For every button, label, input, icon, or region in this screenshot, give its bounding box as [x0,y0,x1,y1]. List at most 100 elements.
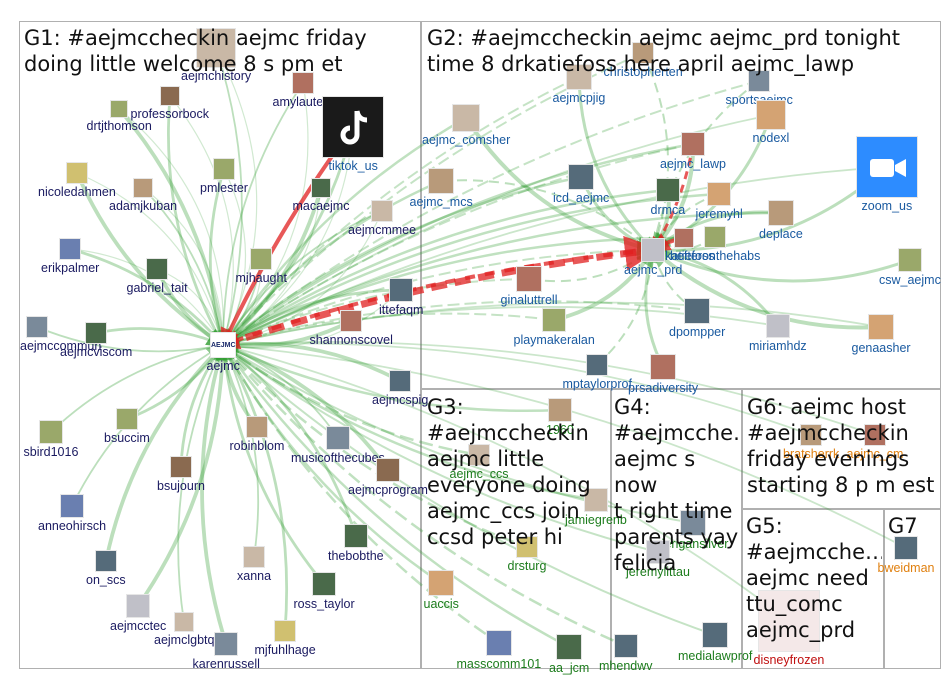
node-avatar [641,238,665,262]
node-label: playmakeralan [513,333,595,347]
edge [218,82,304,347]
edge [136,341,233,608]
node-avatar [614,634,638,658]
edge [219,341,390,472]
node-label: bweidman [877,561,935,575]
edge [577,76,656,253]
edge [222,231,687,347]
edge [220,187,323,348]
edge [36,326,225,353]
node-label: ross_taylor [293,597,355,611]
node-label: aejmc_prd [624,263,683,277]
node-avatar [389,370,411,392]
group-panel-g5 [742,509,884,669]
node-avatar [766,314,790,338]
node-avatar [868,314,894,340]
edge [219,334,401,383]
node-label: bsuccim [104,431,150,445]
node-label: thebobthe [328,549,384,563]
node-avatar [684,298,710,324]
edge [104,342,226,562]
node-avatar [756,100,786,130]
node-label: shannonscovel [309,333,393,347]
node-avatar [312,572,336,596]
node-avatar [650,354,676,380]
node-label: drtjthomson [86,119,152,133]
edge [75,172,224,346]
edge [222,186,324,346]
node-avatar [213,158,235,180]
node-avatar [274,620,296,642]
node-label: 1960 [546,423,574,437]
node-label: genaasher [851,341,911,355]
edge [221,76,580,347]
node-label: derigansilver [657,537,729,551]
edge [50,341,225,433]
edge [217,342,326,585]
edge [222,179,444,346]
edge [95,327,226,348]
edge [221,278,530,347]
edge [177,343,225,623]
node-avatar [59,238,81,260]
group-title-g3: G3: #aejmccheckin aejmc little everyone … [427,395,591,549]
edge [221,300,698,348]
edge [222,81,309,346]
node-avatar [568,164,594,190]
node-label: christopherten [603,65,683,79]
edge [222,344,717,638]
node-avatar [586,354,608,376]
node-label: csw_aejmc [879,273,941,287]
edge [221,249,654,347]
node-label: jeremylittau [626,565,690,579]
node-label: robinblom [229,439,285,453]
node-label: masscomm101 [456,657,542,671]
node-avatar [646,540,670,564]
node-label: aejmc_comsher [422,133,511,147]
node-avatar [486,630,512,656]
edge [167,95,225,348]
node-label: mjhaught [235,271,287,285]
node-avatar [95,550,117,572]
node-avatar [704,226,726,248]
edge [222,344,660,555]
node-label: zoom_us [861,199,913,213]
node-avatar [389,278,413,302]
edge [69,247,225,348]
edge [208,168,227,348]
node-label: aejmccommun [20,339,102,353]
node-label: musicofthecubes [291,451,385,465]
node-label: deplace [759,227,803,241]
node-avatar [66,162,88,184]
edge [222,139,696,347]
edge [222,188,722,347]
node-label: aejmc_cm [846,447,904,461]
group-panel-g6 [742,389,941,509]
node-label: mjfuhlhage [254,643,316,657]
node-label: sbird1016 [23,445,79,459]
group-title-g6: G6: aejmc host #aejmccheckin friday even… [747,395,935,497]
node-label: erikpalmer [41,261,100,275]
edge [200,341,228,645]
node-avatar [516,266,542,292]
node-avatar [898,248,922,272]
node-label: gabriel_tait [126,281,188,295]
node-avatar [656,178,680,202]
node-label: aejmcmmee [348,223,417,237]
node-avatar [707,182,731,206]
edge [222,184,671,347]
node-avatar [632,42,654,64]
node-avatar [250,248,272,270]
node-label: aejmc [206,359,240,373]
node-avatar [39,420,63,444]
node-label: pmlester [200,181,248,195]
node-label: aejmc_mcs [409,195,473,209]
node-label: tiktok_us [328,159,378,173]
edge [221,80,760,347]
edge [222,210,383,347]
edge [221,344,572,649]
node-label: aejmcpjig [552,91,606,105]
edge [222,344,530,550]
node-avatar [110,100,128,118]
node-label: mptaylorprof [562,377,632,391]
